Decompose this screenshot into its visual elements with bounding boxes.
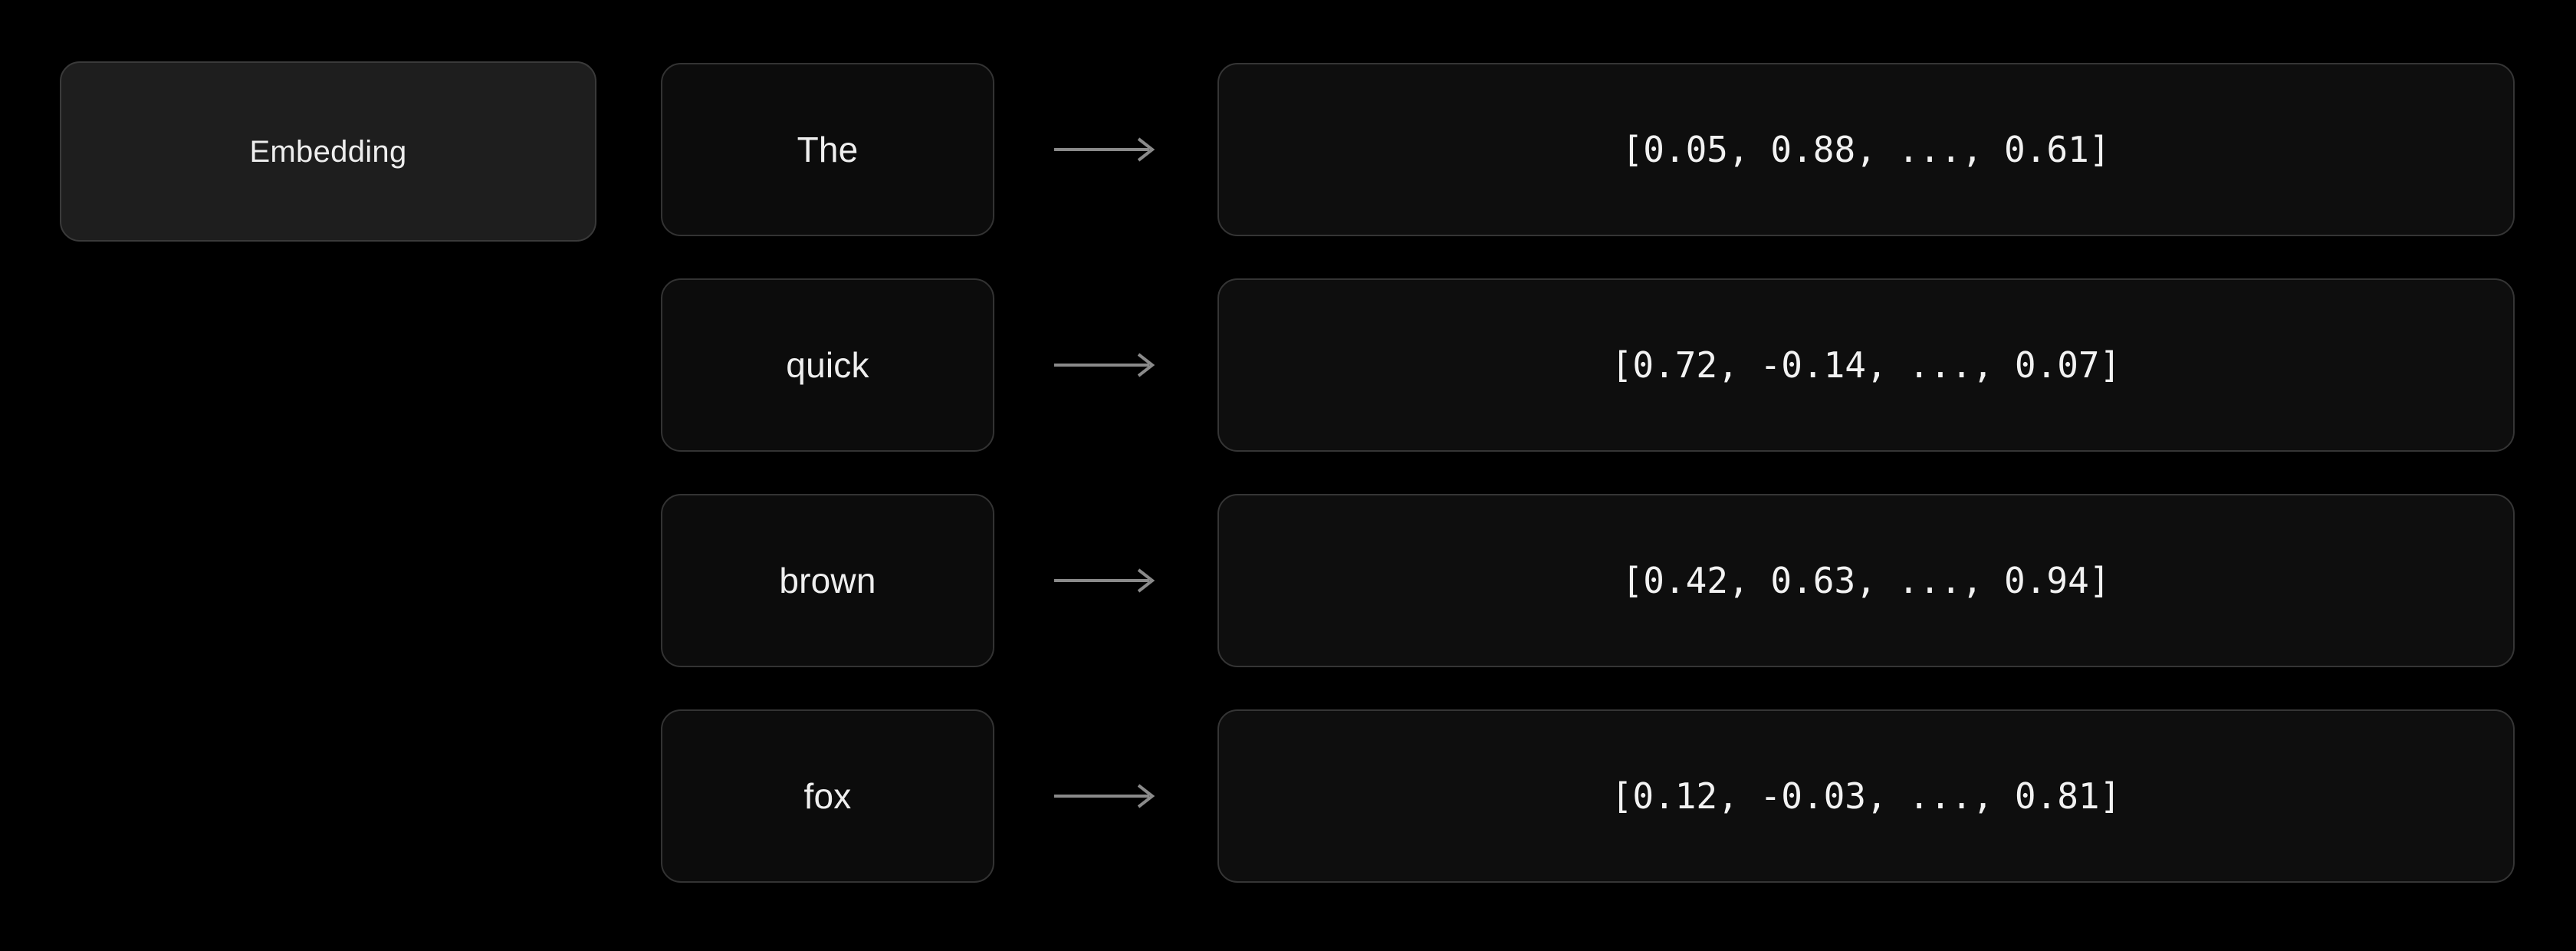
token-card[interactable]: brown xyxy=(661,494,994,667)
vector-card[interactable]: [0.72, -0.14, ..., 0.07] xyxy=(1217,278,2515,452)
embedding-row: fox [0.12, -0.03, ..., 0.81] xyxy=(0,709,2576,883)
embedding-row: quick [0.72, -0.14, ..., 0.07] xyxy=(0,278,2576,452)
long-right-arrow-icon xyxy=(994,709,1217,883)
token-label: brown xyxy=(779,561,876,601)
long-right-arrow-icon xyxy=(994,278,1217,452)
vector-value: [0.05, 0.88, ..., 0.61] xyxy=(1622,129,2111,170)
vector-card[interactable]: [0.12, -0.03, ..., 0.81] xyxy=(1217,709,2515,883)
vector-value: [0.12, -0.03, ..., 0.81] xyxy=(1611,775,2121,817)
stage-label-card: Embedding xyxy=(60,61,596,242)
token-card[interactable]: The xyxy=(661,63,994,236)
long-right-arrow-icon xyxy=(994,63,1217,236)
vector-value: [0.42, 0.63, ..., 0.94] xyxy=(1622,560,2111,601)
vector-value: [0.72, -0.14, ..., 0.07] xyxy=(1611,344,2121,386)
stage-label-text: Embedding xyxy=(249,134,407,169)
token-card[interactable]: quick xyxy=(661,278,994,452)
token-label: quick xyxy=(786,345,869,385)
embedding-row: The [0.05, 0.88, ..., 0.61] xyxy=(0,63,2576,236)
long-right-arrow-icon xyxy=(994,494,1217,667)
token-card[interactable]: fox xyxy=(661,709,994,883)
vector-card[interactable]: [0.05, 0.88, ..., 0.61] xyxy=(1217,63,2515,236)
token-label: The xyxy=(797,130,859,169)
vector-card[interactable]: [0.42, 0.63, ..., 0.94] xyxy=(1217,494,2515,667)
embedding-row: brown [0.42, 0.63, ..., 0.94] xyxy=(0,494,2576,667)
token-label: fox xyxy=(803,776,852,816)
